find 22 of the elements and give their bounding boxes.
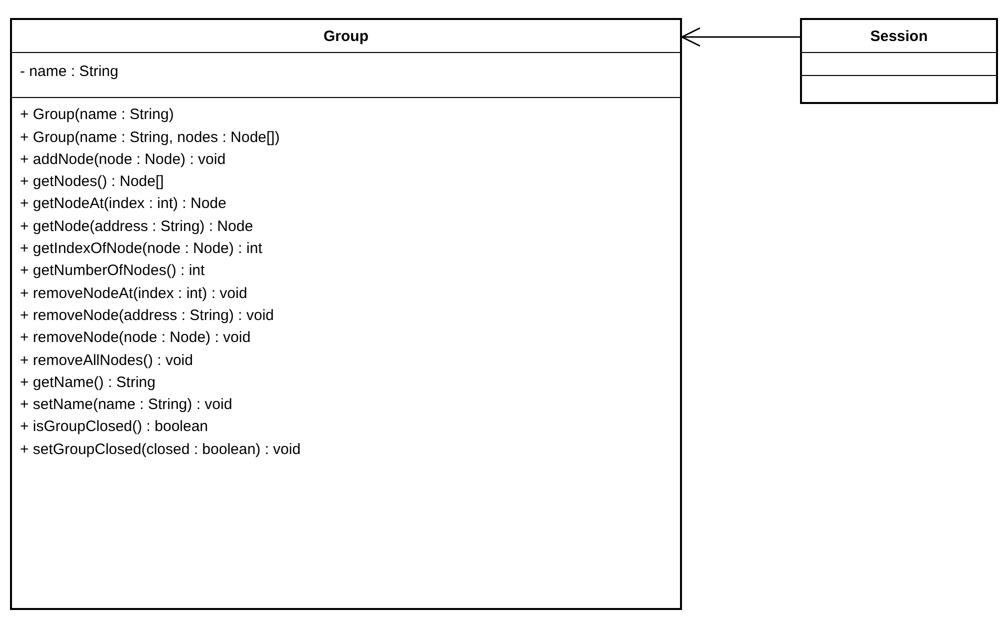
- method-text: + isGroupClosed() : boolean: [20, 417, 210, 438]
- method-text: + getNodes() : Node[]: [20, 172, 165, 192]
- association-arrow: [681, 27, 800, 47]
- method-text: + removeAllNodes() : void: [20, 350, 194, 371]
- method-text: + getNode(address : String) : Node: [20, 216, 254, 237]
- method-text: + setName(name : String) : void: [20, 395, 234, 416]
- method-text: + Group(name : String, nodes : Node[]): [20, 128, 281, 148]
- method-text: + addNode(node : Node) : void: [20, 150, 227, 170]
- method-text: + Group(name : String): [20, 105, 175, 126]
- class-box: [800, 18, 998, 104]
- method-text: + getNodeAt(index : int) : Node: [20, 194, 228, 214]
- method-text: + getName() : String: [20, 372, 156, 393]
- method-text: + setGroupClosed(closed : boolean) : void: [20, 440, 302, 460]
- method-text: + removeNode(node : Node) : void: [20, 328, 252, 348]
- attribute-text: - name : String: [20, 62, 120, 82]
- class-name: Session: [870, 28, 928, 44]
- class-name: Group: [324, 28, 368, 44]
- method-text: + removeNodeAt(index : int) : void: [20, 284, 248, 304]
- method-text: + removeNode(address : String) : void: [20, 306, 275, 326]
- class-box: [10, 18, 682, 610]
- method-text: + getNumberOfNodes() : int: [20, 261, 206, 282]
- method-text: + getIndexOfNode(node : Node) : int: [20, 239, 264, 260]
